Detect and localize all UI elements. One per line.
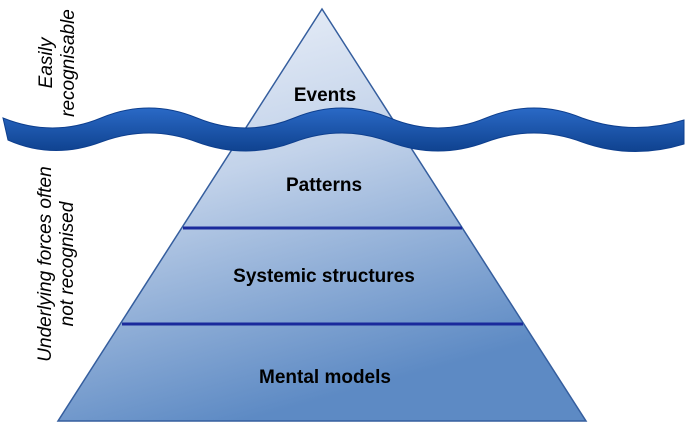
layer-label-events: Events — [294, 85, 356, 106]
layer-label-mental-models: Mental models — [259, 367, 391, 388]
layer-label-patterns: Patterns — [286, 175, 362, 196]
below-water-label: Underlying forces often not recognised — [35, 166, 78, 361]
below-water-label-line1: Underlying forces often — [35, 166, 56, 361]
above-water-label-line2: recognisable — [58, 9, 79, 117]
above-water-label: Easily recognisable — [36, 9, 79, 117]
below-water-label-line2: not recognised — [57, 200, 78, 326]
above-water-label-line1: Easily — [36, 36, 57, 88]
water-line — [2, 107, 685, 153]
layer-label-systemic-structures: Systemic structures — [233, 266, 415, 287]
pyramid-shape — [56, 7, 588, 422]
